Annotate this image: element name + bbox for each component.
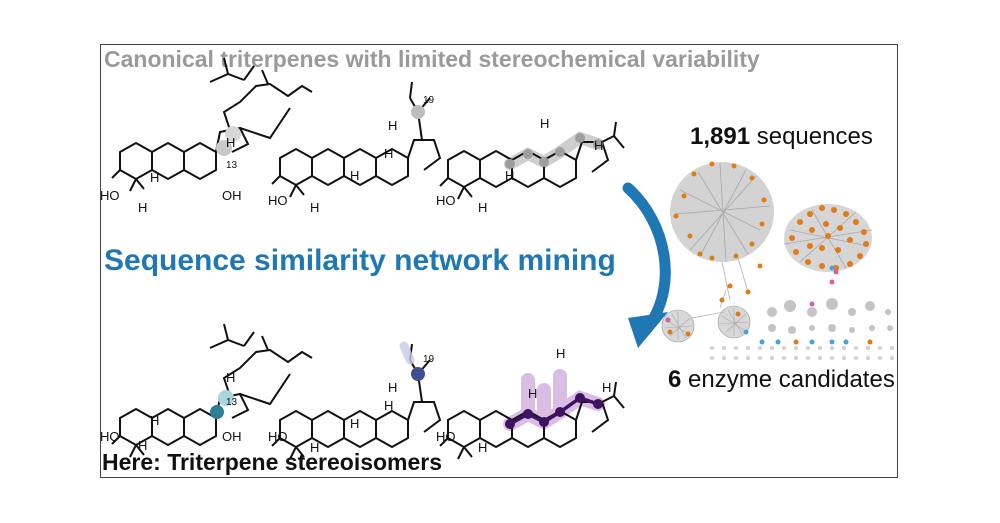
- h-label-6a: H: [556, 346, 565, 361]
- ho-label-2: HO: [268, 193, 288, 208]
- sequence-word: sequences: [756, 123, 873, 150]
- h-label-5d: H: [310, 440, 319, 455]
- top-title: Canonical triterpenes with limited stere…: [104, 46, 760, 72]
- ho-label-6: HO: [436, 429, 456, 444]
- oh-label-1: OH: [222, 188, 242, 203]
- top-molecule-3: [439, 121, 625, 200]
- h-label-1c: H: [138, 200, 147, 215]
- h-label-1a: H: [226, 135, 235, 150]
- h-label-1b: H: [150, 170, 159, 185]
- oh-label-4: OH: [222, 429, 242, 444]
- mining-title: Sequence similarity network mining: [104, 244, 616, 277]
- network-graph: [661, 161, 894, 360]
- bottom-molecule-2: [271, 341, 441, 460]
- ho-label-5: HO: [268, 429, 288, 444]
- h-label-2c: H: [384, 146, 393, 161]
- h-label-3a: H: [540, 116, 549, 131]
- h-label-2d: H: [310, 200, 319, 215]
- h-label-5b: H: [350, 416, 359, 431]
- bottom-title: Here: Triterpene stereoisomers: [102, 449, 443, 475]
- enzyme-count-label: 6 enzyme candidates: [668, 366, 895, 394]
- h-label-2a: H: [388, 118, 397, 133]
- h-label-3c: H: [505, 168, 514, 183]
- ho-label-4: HO: [100, 429, 120, 444]
- h-label-2b: H: [350, 168, 359, 183]
- mining-arrow-head: [628, 312, 668, 348]
- h-label-4c: H: [138, 438, 147, 453]
- h-label-3d: H: [478, 200, 487, 215]
- top-molecule-2: [271, 81, 441, 198]
- sequence-count: 1,891: [690, 123, 751, 150]
- top-molecule-1: [111, 57, 313, 192]
- ho-label-1: HO: [100, 188, 120, 203]
- h-label-5a: H: [388, 380, 397, 395]
- ho-label-3: HO: [436, 193, 456, 208]
- h-label-4a: H: [226, 370, 235, 385]
- c19-label-bottom: 19: [423, 354, 435, 365]
- h-label-4b: H: [150, 413, 159, 428]
- bottom-molecule-1: [111, 323, 313, 458]
- enzyme-count: 6: [668, 366, 682, 393]
- h-label-3b: H: [594, 138, 603, 153]
- mining-arrow: [622, 182, 671, 336]
- c13-label-bottom: 13: [226, 397, 238, 408]
- sequence-count-label: 1,891 sequences: [690, 123, 873, 151]
- h-label-5c: H: [384, 398, 393, 413]
- h-label-6b: H: [602, 380, 611, 395]
- figure-frame: [100, 44, 898, 478]
- bottom-molecule-3: [439, 369, 625, 460]
- h-label-6d: H: [478, 440, 487, 455]
- enzyme-word: enzyme candidates: [688, 366, 895, 393]
- h-label-6c: H: [528, 386, 537, 401]
- c13-label-top: 13: [226, 160, 238, 171]
- c19-label-top: 19: [423, 95, 435, 106]
